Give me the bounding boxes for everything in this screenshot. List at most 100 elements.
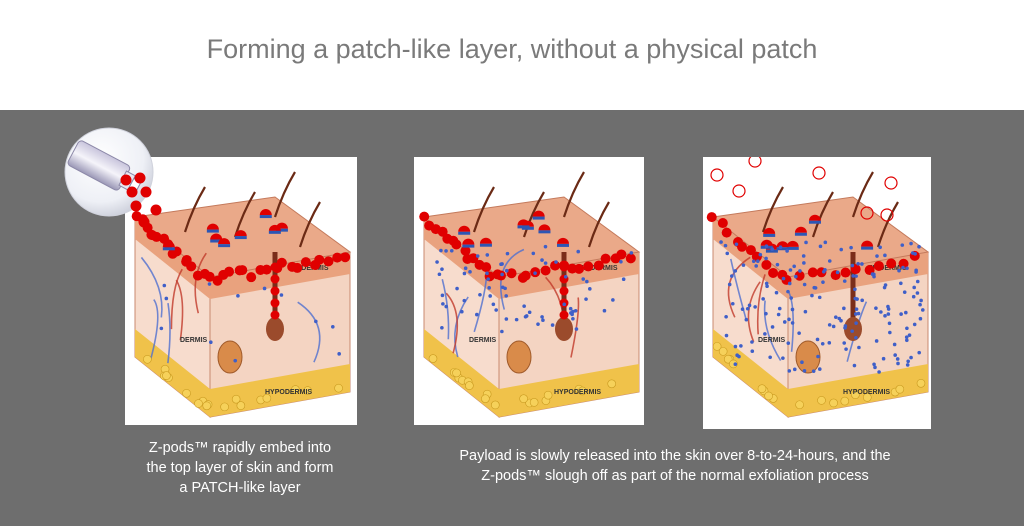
payload-dot <box>873 365 877 370</box>
payload-dot <box>790 321 795 325</box>
payload-dot <box>440 293 445 298</box>
payload-dot <box>536 322 540 326</box>
payload-dot <box>550 323 555 327</box>
payload-dot <box>911 294 916 299</box>
z-pod-cap <box>218 244 231 248</box>
hair-strand <box>587 201 610 248</box>
payload-dot <box>440 325 444 330</box>
payload-dot <box>804 240 808 245</box>
fat-cell <box>817 396 826 405</box>
hypodermis-label: HYPODERMIS <box>265 389 312 396</box>
hair-strand <box>761 186 784 233</box>
payload-dot <box>823 267 827 272</box>
epidermis-label: EPIDERMIS <box>868 265 907 272</box>
payload-dot <box>827 341 832 345</box>
payload-dot <box>782 320 787 324</box>
sweat-gland <box>795 340 821 374</box>
z-pod-capped <box>532 210 545 217</box>
z-pod-cap <box>538 230 551 234</box>
z-pod <box>481 262 492 273</box>
payload-dot <box>792 367 797 372</box>
blood-vessel <box>787 291 794 352</box>
z-pod-capped <box>861 240 874 247</box>
payload-dot <box>455 286 459 291</box>
payload-dot <box>850 329 854 333</box>
epidermis-right-band <box>499 252 639 299</box>
payload-dot <box>740 307 745 311</box>
payload-dot <box>758 252 763 257</box>
payload-dot <box>435 260 439 264</box>
payload-dot <box>750 349 755 354</box>
z-pod <box>768 267 779 278</box>
z-pod-capped <box>808 214 821 221</box>
z-pod-cap <box>275 228 288 232</box>
payload-dot <box>478 292 482 297</box>
fat-cell <box>764 391 773 401</box>
payload-dot <box>817 295 822 300</box>
fat-cell <box>231 394 241 404</box>
payload-dot <box>522 304 526 308</box>
z-pod <box>314 254 325 265</box>
fat-cell <box>452 368 461 378</box>
z-pod-follicle <box>559 310 569 320</box>
fat-cell <box>490 400 500 410</box>
z-pod <box>340 252 351 263</box>
z-pod <box>224 266 235 277</box>
payload-dot <box>853 287 857 292</box>
fat-cell <box>840 396 850 406</box>
z-pod-capped <box>206 223 219 230</box>
fat-cell <box>718 347 728 356</box>
payload-dot <box>543 261 548 265</box>
payload-dot <box>831 324 836 329</box>
payload-dot <box>504 268 509 273</box>
payload-dot <box>573 308 578 313</box>
z-pod-cap <box>786 246 799 250</box>
sloughed-z-pod <box>732 184 746 198</box>
z-pod-follicle <box>559 262 569 272</box>
payload-dot <box>724 333 729 338</box>
z-pod-capped <box>538 224 551 231</box>
hypodermis-label: HYPODERMIS <box>554 389 601 396</box>
payload-dot <box>827 323 832 327</box>
payload-dot <box>856 311 861 316</box>
payload-dot <box>901 265 905 270</box>
payload-dot <box>462 271 467 276</box>
z-pod-follicle <box>270 298 280 308</box>
payload-dot <box>584 297 588 301</box>
z-pod <box>151 231 162 242</box>
blood-vessel <box>729 258 747 320</box>
blood-vessel <box>297 301 321 363</box>
payload-dot <box>803 309 808 314</box>
z-pod <box>292 262 303 273</box>
payload-dot <box>475 254 480 258</box>
cream-tube-icon <box>64 127 154 217</box>
payload-dot <box>504 317 509 321</box>
payload-dot <box>776 312 781 317</box>
payload-dot <box>812 285 817 290</box>
payload-dot <box>262 286 267 291</box>
payload-dot <box>909 241 913 246</box>
payload-dot <box>818 244 823 249</box>
fat-cell <box>543 390 553 400</box>
z-pod <box>550 260 561 271</box>
fat-cell <box>428 354 438 363</box>
payload-dot <box>531 251 536 256</box>
fat-cell <box>262 393 272 403</box>
payload-dot <box>162 283 167 288</box>
payload-dot <box>909 355 913 360</box>
z-pod <box>745 245 756 256</box>
payload-dot <box>494 308 498 312</box>
payload-dot <box>912 285 916 290</box>
z-pod-cap <box>517 225 530 229</box>
z-pod <box>706 212 717 223</box>
hair-strand <box>562 171 585 218</box>
sweat-gland <box>217 340 243 374</box>
payload-dot <box>854 307 859 311</box>
caption-right: Payload is slowly released into the skin… <box>420 446 930 486</box>
hypodermis-label: HYPODERMIS <box>843 389 890 396</box>
payload-dot <box>895 357 900 361</box>
payload-dot <box>540 258 544 262</box>
payload-dot <box>902 290 907 294</box>
payload-dot <box>786 341 791 345</box>
